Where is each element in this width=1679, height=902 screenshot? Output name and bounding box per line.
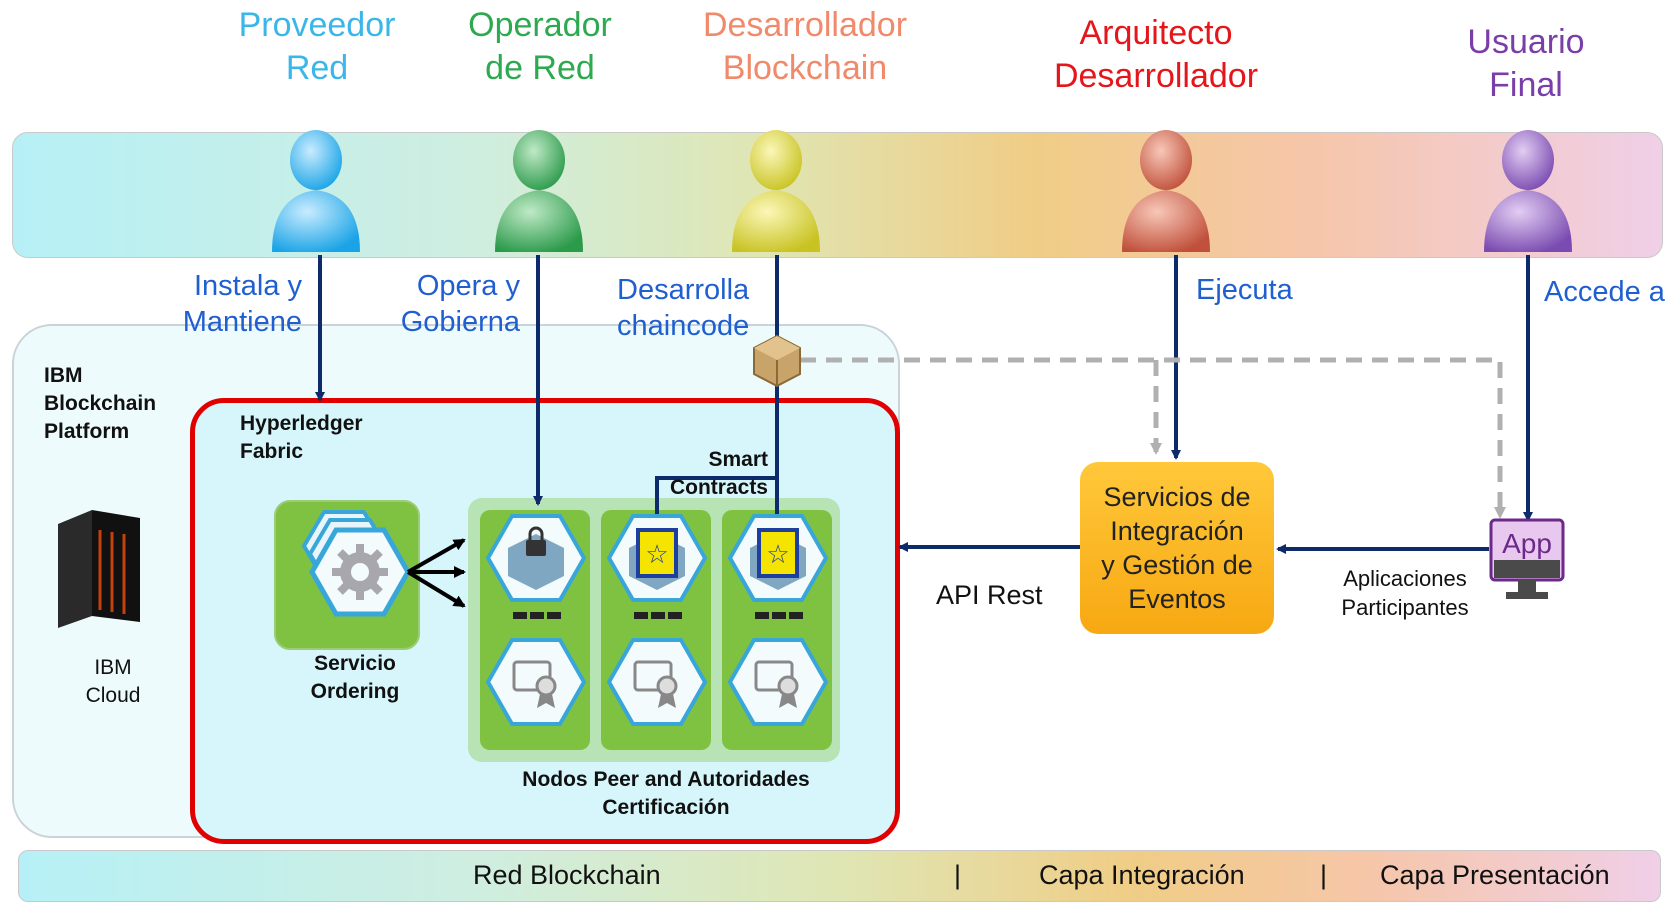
ordering-service-icon: [301, 510, 411, 617]
person-icon-end-user: [1484, 130, 1572, 252]
layers-band: [18, 850, 1661, 902]
person-icon-architect: [1122, 130, 1210, 252]
layer-separator-2: |: [1320, 860, 1328, 890]
person-icon-developer: [732, 130, 820, 252]
layer-separator-1: |: [954, 860, 962, 890]
app-label: App: [1502, 528, 1552, 559]
layer-blockchain-network: Red Blockchain: [473, 860, 661, 890]
certificate-authority-icon-2: [606, 638, 708, 726]
app-monitor-icon: [1489, 518, 1565, 599]
integration-services-box: Servicios de Integración y Gestión de Ev…: [1080, 462, 1274, 634]
label-access: Accede a: [1544, 276, 1665, 308]
svg-text:☆: ☆: [766, 540, 789, 570]
svg-text:☆: ☆: [645, 540, 668, 570]
smart-contract-icon-2: ☆: [757, 528, 799, 578]
person-icon-provider: [272, 130, 360, 252]
person-icon-operator: [495, 130, 583, 252]
certificate-authority-icon-1: [485, 638, 587, 726]
arrow-ordering-1: [407, 538, 466, 574]
chaincode-package-icon: [753, 334, 801, 388]
layer-integration: Capa Integración: [1039, 860, 1245, 890]
peer-node-icon-1: [485, 514, 587, 619]
smart-contract-icon-1: ☆: [636, 528, 678, 578]
certificate-authority-icon-3: [727, 638, 829, 726]
layer-presentation: Capa Presentación: [1380, 860, 1610, 890]
label-execute: Ejecuta: [1196, 274, 1293, 306]
arrow-ordering-3: [406, 570, 466, 608]
api-rest-label: API Rest: [936, 580, 1043, 610]
server-rack-icon: [58, 510, 140, 628]
